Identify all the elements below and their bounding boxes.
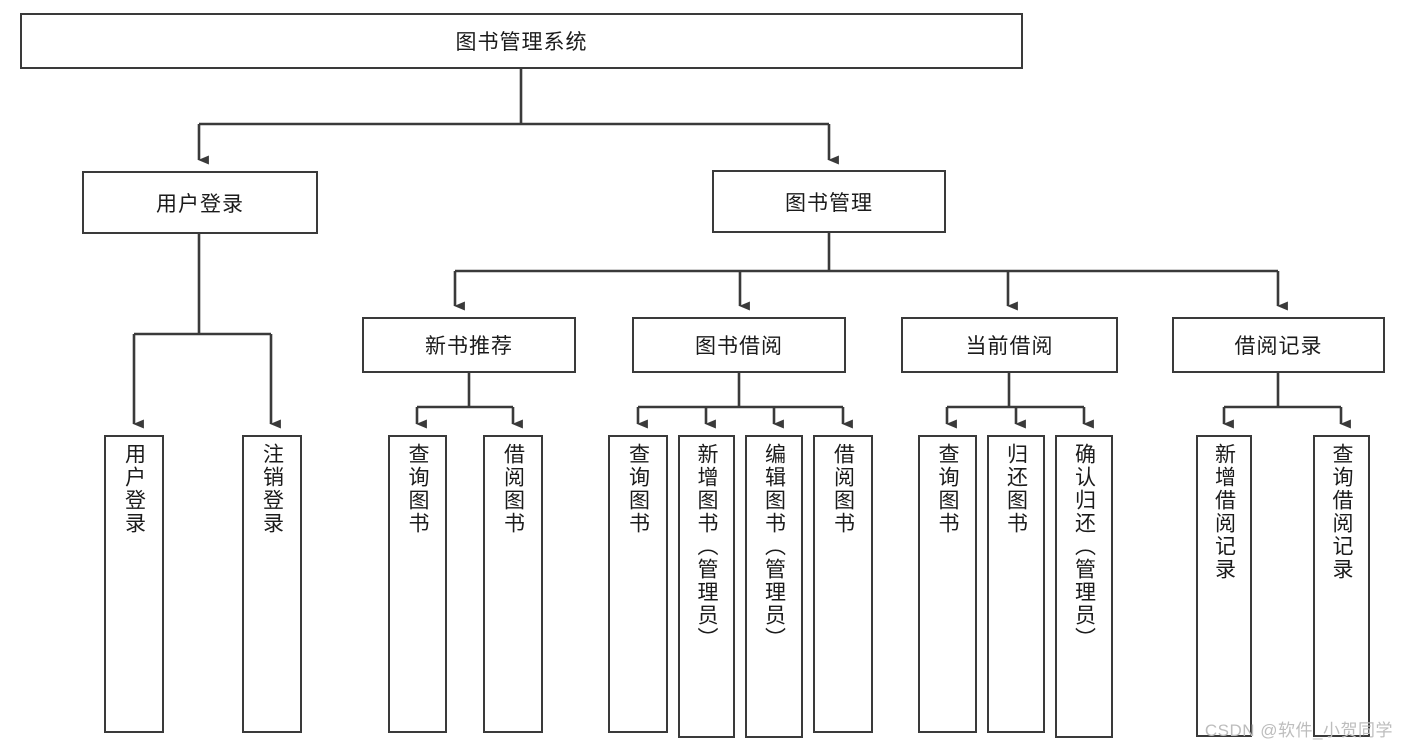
leaf-current-query-label: 查询图书 <box>936 443 959 535</box>
leaf-records-query-label: 查询借阅记录 <box>1330 443 1353 581</box>
leaf-new-books-borrow[interactable]: 借阅图书 <box>483 435 543 733</box>
leaf-current-confirm-return-admin[interactable]: 确认归还（管理员） <box>1055 435 1113 738</box>
leaf-records-add[interactable]: 新增借阅记录 <box>1196 435 1252 737</box>
leaf-current-return[interactable]: 归还图书 <box>987 435 1045 733</box>
leaf-records-query[interactable]: 查询借阅记录 <box>1313 435 1370 737</box>
leaf-new-books-query[interactable]: 查询图书 <box>388 435 447 733</box>
node-user-login[interactable]: 用户登录 <box>82 171 318 234</box>
node-root-system[interactable]: 图书管理系统 <box>20 13 1023 69</box>
leaf-borrow-edit-book-admin-label: 编辑图书（管理员） <box>762 443 786 650</box>
node-book-management-label: 图书管理 <box>785 191 873 215</box>
node-current-borrow[interactable]: 当前借阅 <box>901 317 1118 373</box>
node-new-book-recommend[interactable]: 新书推荐 <box>362 317 576 373</box>
csdn-watermark: CSDN @软件_小贺同学 <box>1204 721 1393 740</box>
leaf-user-logout-label: 注销登录 <box>260 443 284 535</box>
node-borrow-records-label: 借阅记录 <box>1234 335 1323 358</box>
node-book-management[interactable]: 图书管理 <box>712 170 946 233</box>
leaf-borrow-query[interactable]: 查询图书 <box>608 435 668 733</box>
leaf-current-confirm-return-admin-label: 确认归还（管理员） <box>1072 443 1096 650</box>
node-borrow-records[interactable]: 借阅记录 <box>1172 317 1385 373</box>
leaf-borrow-add-book-admin-label: 新增图书（管理员） <box>695 443 718 650</box>
leaf-user-login-label: 用户登录 <box>122 443 146 535</box>
leaf-borrow-edit-book-admin[interactable]: 编辑图书（管理员） <box>745 435 803 738</box>
node-root-system-label: 图书管理系统 <box>455 31 588 54</box>
leaf-current-return-label: 归还图书 <box>1004 443 1028 535</box>
leaf-current-query[interactable]: 查询图书 <box>918 435 977 733</box>
leaf-records-add-label: 新增借阅记录 <box>1212 443 1236 581</box>
leaf-new-books-borrow-label: 借阅图书 <box>501 443 525 535</box>
node-current-borrow-label: 当前借阅 <box>965 335 1054 358</box>
leaf-user-login[interactable]: 用户登录 <box>104 435 164 733</box>
node-book-borrow-label: 图书借阅 <box>695 335 783 358</box>
leaf-borrow-book[interactable]: 借阅图书 <box>813 435 873 733</box>
node-book-borrow[interactable]: 图书借阅 <box>632 317 846 373</box>
leaf-borrow-add-book-admin[interactable]: 新增图书（管理员） <box>678 435 735 738</box>
leaf-user-logout[interactable]: 注销登录 <box>242 435 302 733</box>
leaf-new-books-query-label: 查询图书 <box>406 443 429 535</box>
leaf-borrow-book-label: 借阅图书 <box>831 443 855 535</box>
leaf-borrow-query-label: 查询图书 <box>626 443 650 535</box>
node-new-book-recommend-label: 新书推荐 <box>425 335 513 358</box>
node-user-login-label: 用户登录 <box>156 192 244 216</box>
